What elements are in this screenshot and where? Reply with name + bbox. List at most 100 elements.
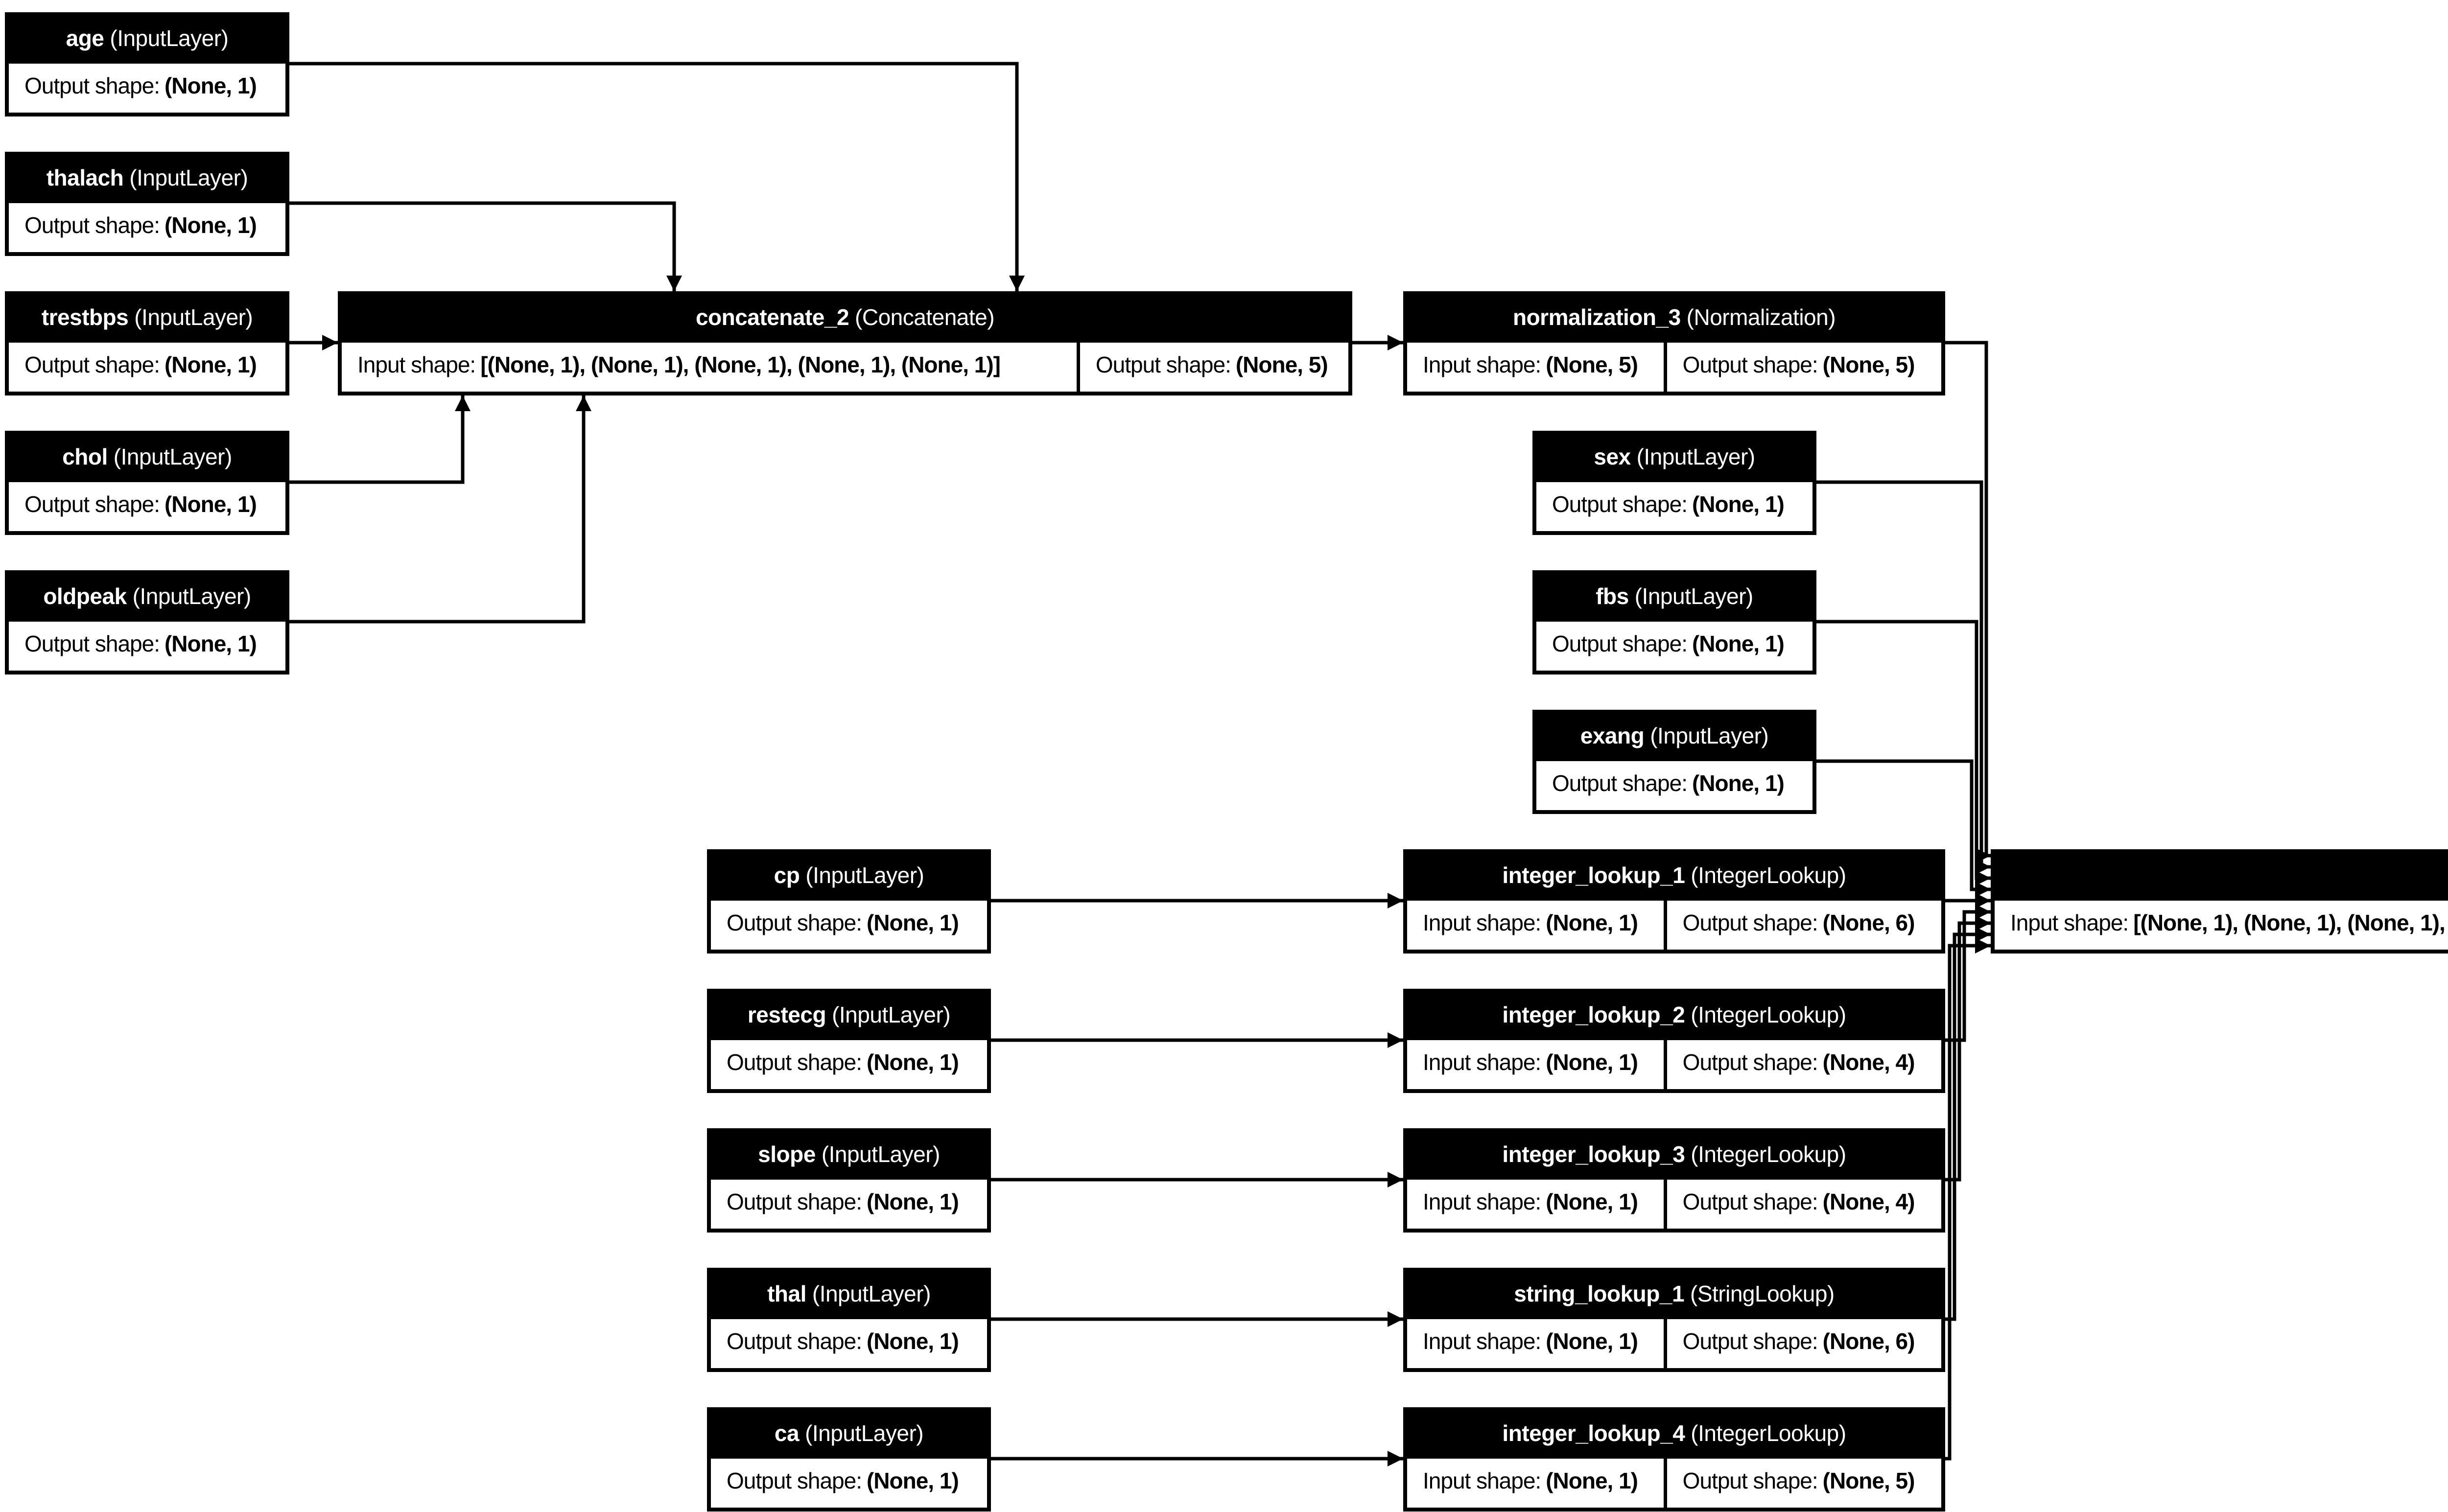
layer-type: (IntegerLookup) (1691, 1001, 1846, 1027)
output-shape-cell: Output shape:(None, 1) (711, 1459, 987, 1508)
shape-value: (None, 5) (1822, 1468, 1915, 1493)
node-body: Input shape:(None, 1)Output shape:(None,… (1407, 1180, 1941, 1229)
node-body: Input shape:(None, 1)Output shape:(None,… (1407, 901, 1941, 950)
node-title: concatenate_3(Concatenate) (1991, 849, 2448, 901)
output-shape-cell: Output shape:(None, 4) (1667, 1040, 1941, 1089)
layer-type: (InputLayer) (1650, 722, 1769, 748)
node-chol: chol(InputLayer)Output shape:(None, 1) (5, 431, 289, 535)
shape-label: Output shape: (24, 73, 160, 98)
edge-integer_lookup_2-to-concatenate_3 (1945, 904, 1991, 1042)
node-integer_lookup_2: integer_lookup_2(IntegerLookup)Input sha… (1403, 989, 1945, 1093)
layer-type: (IntegerLookup) (1691, 1141, 1846, 1167)
node-body: Output shape:(None, 1) (9, 482, 285, 531)
shape-value: (None, 1) (866, 1328, 959, 1354)
output-shape-cell: Output shape:(None, 1) (1536, 761, 1812, 810)
node-title: integer_lookup_1(IntegerLookup) (1403, 849, 1945, 901)
shape-label: Input shape: (1423, 1328, 1541, 1354)
layer-name: exang (1580, 722, 1645, 748)
input-shape-cell: Input shape:(None, 1) (1407, 1459, 1664, 1508)
output-shape-cell: Output shape:(None, 1) (711, 901, 987, 950)
node-body: Output shape:(None, 1) (711, 1040, 987, 1089)
input-shape-cell: Input shape:(None, 1) (1407, 1319, 1664, 1368)
node-body: Output shape:(None, 1) (711, 1319, 987, 1368)
node-cp: cp(InputLayer)Output shape:(None, 1) (707, 849, 991, 954)
layer-name: restecg (747, 1001, 826, 1027)
shape-label: Output shape: (1682, 1049, 1818, 1075)
input-shape-cell: Input shape:[(None, 1), (None, 1), (None… (1995, 901, 2448, 950)
input-shape-cell: Input shape:(None, 1) (1407, 1040, 1664, 1089)
shape-value: (None, 1) (1692, 770, 1785, 796)
layer-name: fbs (1596, 583, 1629, 609)
node-title: thal(InputLayer) (707, 1268, 991, 1319)
output-shape-cell: Output shape:(None, 1) (711, 1180, 987, 1229)
node-title: slope(InputLayer) (707, 1128, 991, 1180)
layer-type: (InputLayer) (110, 25, 229, 51)
node-concatenate_2: concatenate_2(Concatenate)Input shape:[(… (338, 291, 1352, 395)
output-shape-cell: Output shape:(None, 4) (1667, 1180, 1941, 1229)
shape-label: Output shape: (727, 1049, 862, 1075)
shape-value: (None, 1) (1692, 631, 1785, 656)
node-title: fbs(InputLayer) (1532, 570, 1816, 622)
output-shape-cell: Output shape:(None, 1) (9, 343, 285, 392)
node-normalization_3: normalization_3(Normalization)Input shap… (1403, 291, 1945, 395)
layer-name: integer_lookup_3 (1502, 1141, 1685, 1167)
node-body: Input shape:[(None, 1), (None, 1), (None… (1995, 901, 2448, 950)
node-ca: ca(InputLayer)Output shape:(None, 1) (707, 1407, 991, 1512)
layer-name: thalach (46, 164, 124, 190)
shape-label: Output shape: (1552, 631, 1688, 656)
node-integer_lookup_4: integer_lookup_4(IntegerLookup)Input sha… (1403, 1407, 1945, 1512)
layer-type: (InputLayer) (805, 862, 924, 888)
layer-type: (IntegerLookup) (1691, 862, 1846, 888)
shape-label: Output shape: (1682, 352, 1818, 377)
shape-label: Output shape: (1682, 1328, 1818, 1354)
output-shape-cell: Output shape:(None, 1) (1536, 622, 1812, 671)
node-title: restecg(InputLayer) (707, 989, 991, 1040)
node-title: oldpeak(InputLayer) (5, 570, 289, 622)
node-body: Output shape:(None, 1) (9, 64, 285, 113)
edge-fbs-to-concatenate_3 (1816, 620, 1991, 886)
shape-label: Output shape: (727, 910, 862, 935)
node-title: chol(InputLayer) (5, 431, 289, 482)
output-shape-cell: Output shape:(None, 1) (711, 1319, 987, 1368)
shape-label: Output shape: (1095, 352, 1231, 377)
layer-name: trestbps (41, 304, 129, 330)
layer-type: (InputLayer) (1634, 583, 1754, 609)
shape-value: (None, 1) (866, 910, 959, 935)
shape-value: (None, 5) (1546, 352, 1638, 377)
node-exang: exang(InputLayer) Output shape:(None, 1) (1532, 710, 1816, 814)
shape-value: (None, 6) (1822, 910, 1915, 935)
shape-label: Input shape: (1423, 1049, 1541, 1075)
layer-type: (Normalization) (1686, 304, 1836, 330)
shape-value: (None, 1) (164, 631, 257, 656)
shape-label: Input shape: (1423, 1468, 1541, 1493)
shape-value: (None, 1) (866, 1468, 959, 1493)
layer-name: integer_lookup_4 (1502, 1420, 1685, 1446)
node-title: string_lookup_1(StringLookup) (1403, 1268, 1945, 1319)
output-shape-cell: Output shape:(None, 5) (1667, 343, 1941, 392)
shape-label: Output shape: (1682, 1189, 1818, 1214)
layer-type: (StringLookup) (1690, 1280, 1835, 1306)
output-shape-cell: Output shape:(None, 1) (1536, 482, 1812, 531)
node-body: Output shape:(None, 1) (9, 343, 285, 392)
layer-name: sex (1594, 443, 1631, 469)
layer-name: concatenate_2 (695, 304, 849, 330)
shape-label: Output shape: (1552, 491, 1688, 517)
output-shape-cell: Output shape:(None, 6) (1667, 1319, 1941, 1368)
node-integer_lookup_1: integer_lookup_1(IntegerLookup)Input sha… (1403, 849, 1945, 954)
layer-name: integer_lookup_1 (1502, 862, 1685, 888)
shape-value: (None, 5) (1235, 352, 1328, 377)
edge-integer_lookup_4-to-concatenate_3 (1945, 938, 1991, 1461)
node-body: Output shape:(None, 1) (1536, 622, 1812, 671)
edge-age-to-concatenate_2 (289, 62, 1025, 291)
node-title: normalization_3(Normalization) (1403, 291, 1945, 343)
shape-value: (None, 1) (1546, 1189, 1638, 1214)
output-shape-cell: Output shape:(None, 6) (1667, 901, 1941, 950)
layer-name: chol (62, 443, 108, 469)
shape-value: (None, 1) (164, 491, 257, 517)
shape-label: Output shape: (24, 212, 160, 238)
input-shape-cell: Input shape:[(None, 1), (None, 1), (None… (342, 343, 1077, 392)
shape-value: (None, 1) (164, 73, 257, 98)
shape-value: (None, 4) (1822, 1049, 1915, 1075)
node-title: trestbps(InputLayer) (5, 291, 289, 343)
